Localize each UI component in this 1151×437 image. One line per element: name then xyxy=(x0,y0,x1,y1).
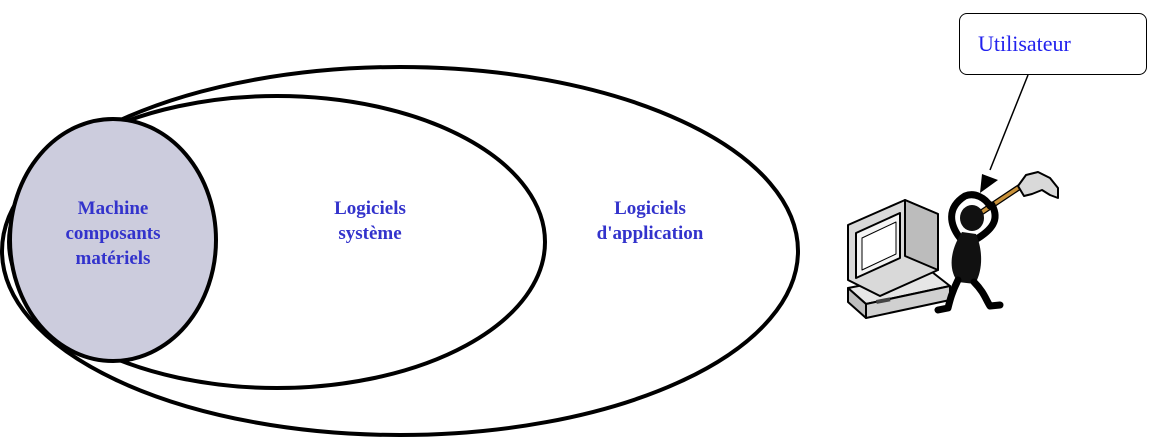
system-software-label: Logiciels système xyxy=(334,198,406,244)
hardware-layer-ellipse xyxy=(8,117,218,363)
user-with-hammer-icon xyxy=(934,171,1059,314)
computer-icon xyxy=(847,199,951,319)
application-software-label: Logiciels d'application xyxy=(596,198,704,244)
user-callout-text: Utilisateur xyxy=(978,31,1071,56)
hardware-label: Machine composants matériels xyxy=(65,198,161,269)
callout-arrowhead xyxy=(980,174,998,193)
user-callout-box: Utilisateur xyxy=(959,13,1147,75)
callout-pointer-line xyxy=(989,74,1029,171)
application-layer-ellipse xyxy=(0,65,800,437)
